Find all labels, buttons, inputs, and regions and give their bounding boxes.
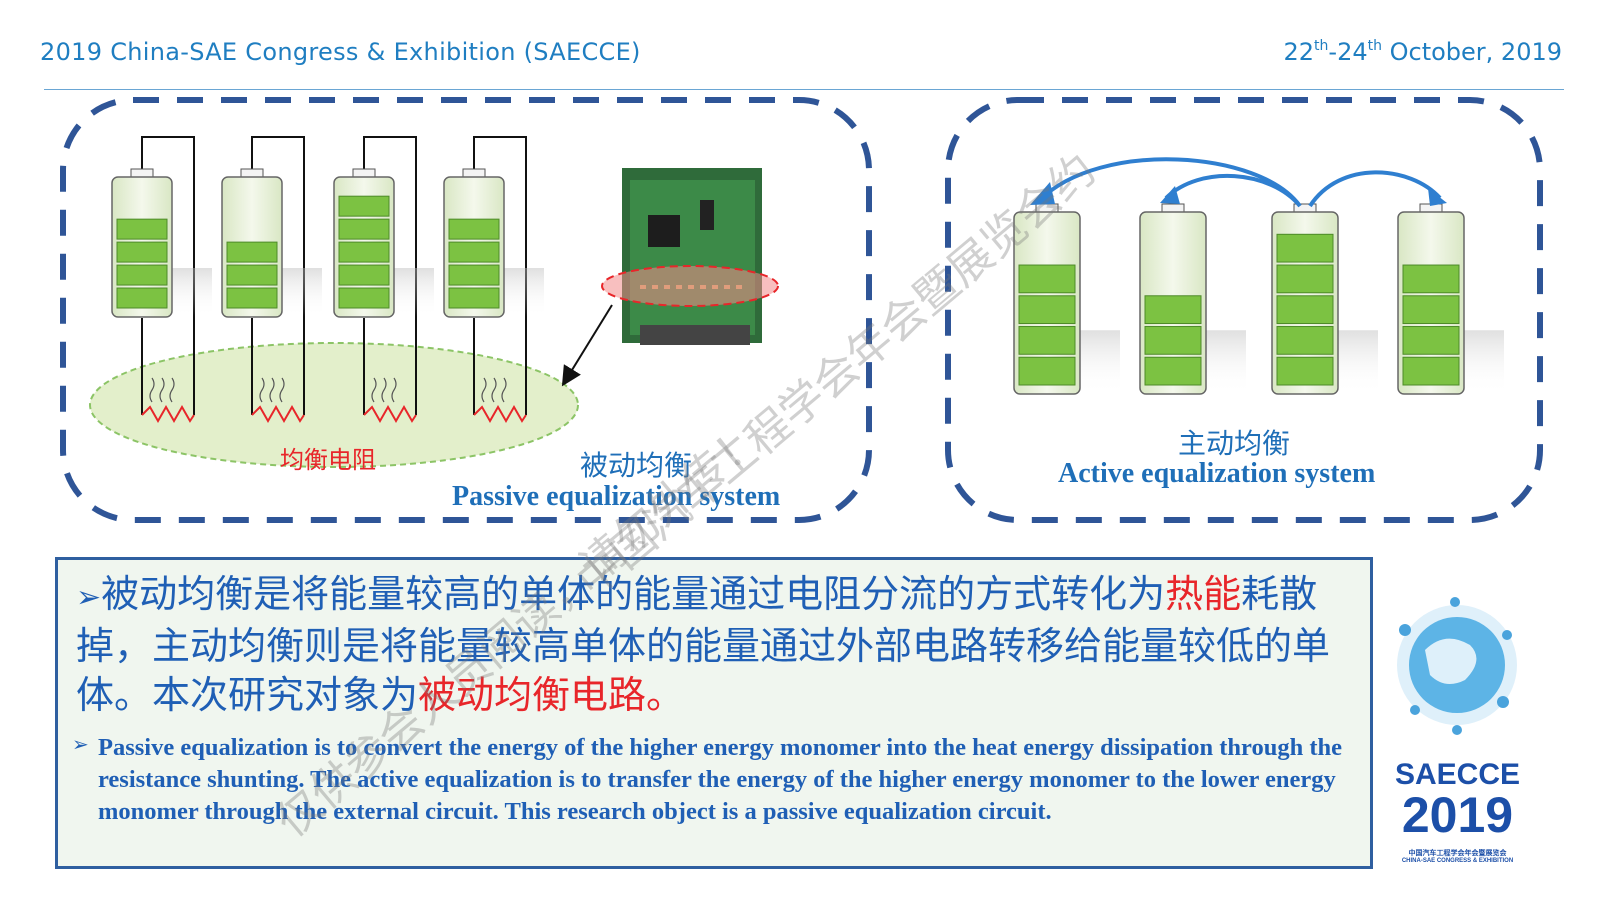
active-cell	[1402, 326, 1460, 355]
description-box: ➢被动均衡是将能量较高的单体的能量通过电阻分流的方式转化为热能耗散掉，主动均衡则…	[55, 557, 1373, 869]
resistor-zone-ellipse	[89, 342, 579, 468]
passive-cell	[448, 264, 500, 286]
passive-cell	[226, 241, 278, 263]
active-cell	[1276, 264, 1334, 294]
passive-caption-cn: 被动均衡	[580, 449, 693, 482]
active-cell	[1276, 326, 1334, 355]
active-cell	[1018, 356, 1076, 386]
active-cell	[1018, 326, 1076, 355]
active-battery-2	[1139, 203, 1246, 395]
active-cell	[1402, 295, 1460, 325]
active-battery-3	[1271, 203, 1378, 395]
globe-icon	[1397, 597, 1517, 735]
passive-battery-2	[221, 168, 322, 318]
logo-year: 2019	[1401, 787, 1514, 843]
active-cell	[1402, 356, 1460, 386]
active-cell	[1402, 264, 1460, 294]
active-cell	[1144, 326, 1202, 355]
en-bullet-arrow: ➢	[72, 732, 89, 756]
active-cell	[1276, 295, 1334, 325]
passive-cell	[338, 195, 390, 217]
slide-header: 2019 China-SAE Congress & Exhibition (SA…	[40, 38, 1562, 88]
passive-cell	[338, 241, 390, 263]
active-cell	[1018, 264, 1076, 294]
passive-cell	[116, 264, 168, 286]
passive-cell	[116, 241, 168, 263]
conference-date: 22th-24th October, 2019	[1283, 38, 1562, 66]
logo-name: SAECCE	[1394, 758, 1521, 791]
passive-cell	[338, 264, 390, 286]
highlight-ellipse	[601, 265, 779, 307]
passive-cell	[226, 287, 278, 309]
passive-caption-en: Passive equalization system	[452, 481, 781, 512]
passive-cell	[338, 287, 390, 309]
active-battery-4	[1397, 203, 1504, 395]
active-battery-1	[1013, 203, 1120, 395]
passive-cell	[226, 264, 278, 286]
logo-subtitle-en: CHINA-SAE CONGRESS & EXHIBITION	[1401, 858, 1514, 864]
passive-batteries	[111, 136, 544, 424]
active-caption-cn: 主动均衡	[1178, 427, 1291, 460]
passive-cell	[338, 218, 390, 240]
passive-cell	[116, 287, 168, 309]
transfer-arrows	[1038, 157, 1442, 208]
passive-cell	[448, 287, 500, 309]
active-cell	[1276, 356, 1334, 386]
active-cell	[1144, 295, 1202, 325]
passive-cell	[448, 241, 500, 263]
header-divider	[44, 89, 1564, 90]
active-caption-en: Active equalization system	[1058, 458, 1376, 489]
passive-panel-border	[60, 97, 872, 523]
passive-battery-1	[111, 168, 212, 318]
description-en: Passive equalization is to convert the e…	[98, 734, 1342, 825]
cn-bullet-arrow: ➢	[76, 580, 102, 615]
pcb-board-image	[601, 168, 779, 345]
saecce-logo: SAECCE 2019 中国汽车工程学会年会暨展览会 CHINA-SAE CON…	[1385, 590, 1530, 870]
resistor-label: 均衡电阻	[280, 446, 376, 474]
passive-cell	[116, 218, 168, 240]
passive-battery-4	[443, 168, 544, 318]
logo-subtitle-cn: 中国汽车工程学会年会暨展览会	[1408, 850, 1507, 857]
active-cell	[1018, 295, 1076, 325]
active-cell	[1144, 356, 1202, 386]
pointer-arrow	[561, 304, 613, 387]
active-batteries	[1013, 203, 1504, 395]
description-cn: ➢被动均衡是将能量较高的单体的能量通过电阻分流的方式转化为热能耗散掉，主动均衡则…	[76, 572, 1331, 717]
passive-battery-3	[333, 168, 434, 318]
active-cell	[1276, 233, 1334, 263]
conference-title: 2019 China-SAE Congress & Exhibition (SA…	[40, 38, 641, 66]
passive-cell	[448, 218, 500, 240]
active-panel-border	[945, 97, 1543, 523]
